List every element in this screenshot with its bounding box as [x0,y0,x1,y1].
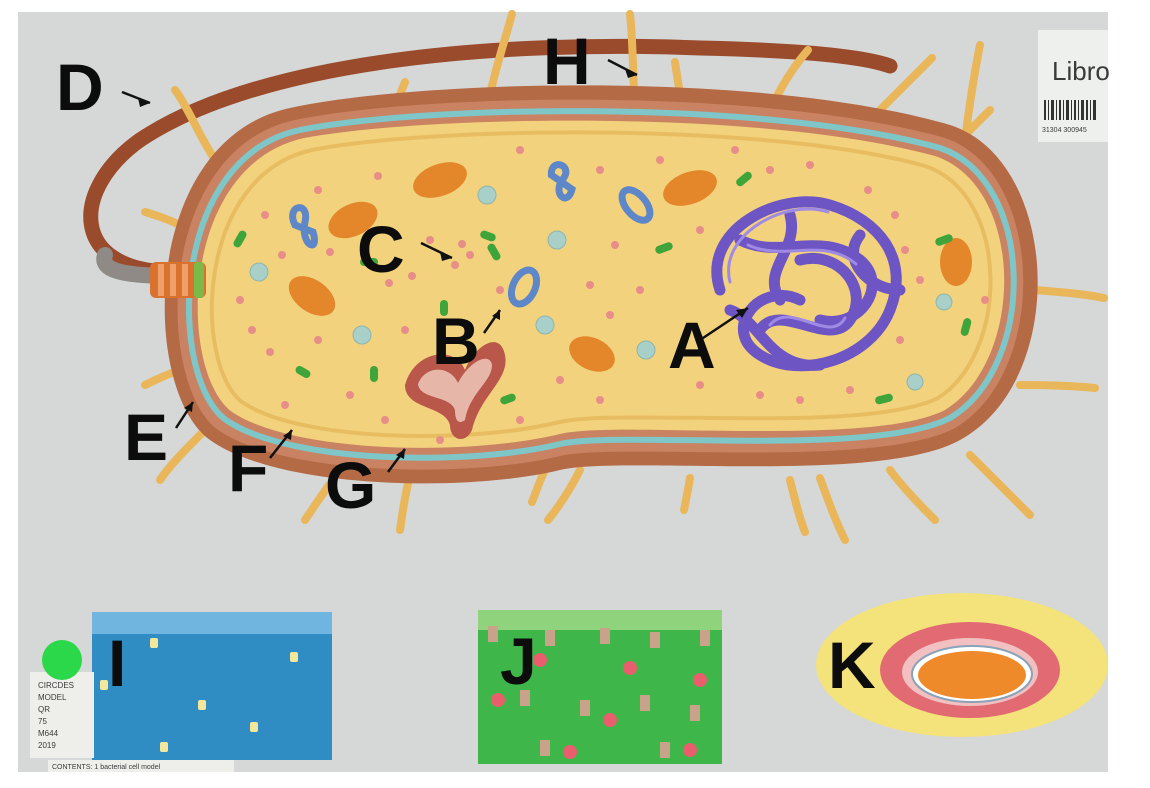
green-dot [42,640,82,680]
flagellum [83,38,898,280]
label-d: D [56,50,104,124]
tag-line-6: 2019 [38,741,56,750]
barcode-number: 31304 300945 [1042,127,1087,134]
storage-granules [288,162,972,372]
label-c: C [357,212,405,286]
label-b: B [432,304,480,378]
info-tag: CIRCDES MODEL QR 75 M644 2019 CONTENTS: … [30,640,234,772]
label-i: I [108,626,126,700]
model-i-block [92,612,332,760]
arrow-heads [138,69,748,459]
cell-membrane [186,108,1017,461]
model-k-cross-section [816,593,1108,737]
label-h: H [543,24,591,98]
logo-text: Libro [1052,56,1110,86]
tag-line-4: 75 [38,717,47,726]
flagellar-basal-body [150,262,206,298]
nucleoid-highlights [727,207,858,329]
tag-contents: CONTENTS: 1 bacterial cell model [52,764,161,771]
vesicles [249,185,953,391]
tag-line-1: CIRCDES [38,681,74,690]
tag-line-3: QR [38,705,50,714]
label-k: K [828,628,876,702]
logo-card: Libro 31304 300945 [1038,30,1110,142]
tag-line-2: MODEL [38,693,67,702]
label-g: G [325,448,376,522]
label-a: A [668,308,716,382]
mesosome-inner [418,358,492,422]
green-bodies [233,171,972,405]
barcode [1044,100,1096,120]
label-f: F [228,431,268,505]
cytoplasm-inner-rim [209,130,993,438]
plasmids [289,161,654,308]
model-j-block [478,610,722,764]
tag-line-5: M644 [38,729,59,738]
label-j: J [500,624,537,698]
label-e: E [124,400,168,474]
ribosomes [236,146,989,444]
